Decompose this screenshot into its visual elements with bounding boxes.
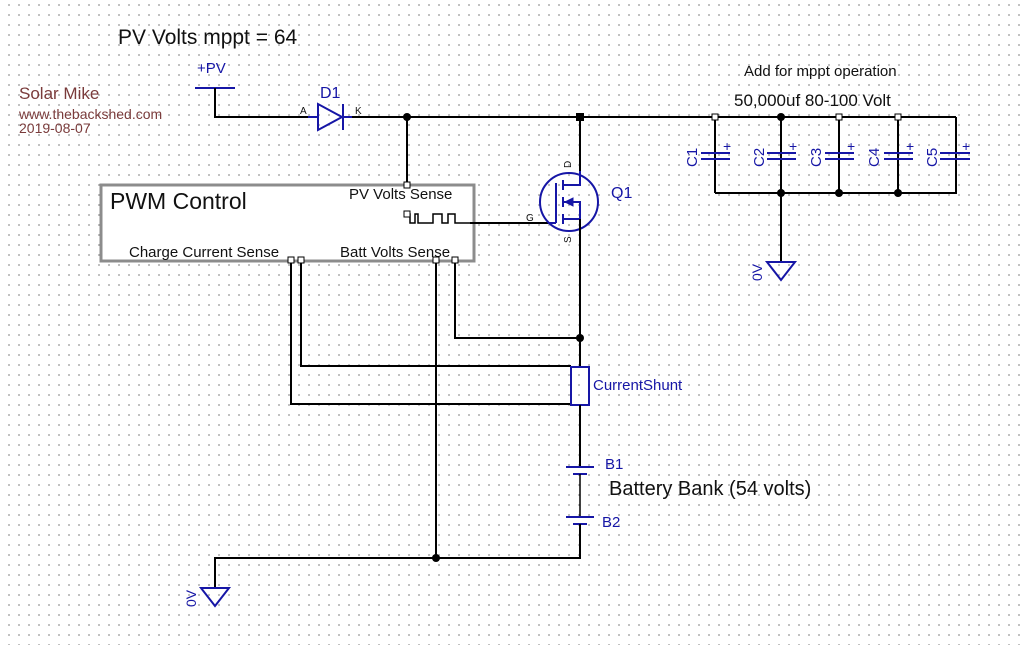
cap-note-line1: Add for mppt operation <box>744 63 897 80</box>
title-annotation: PV Volts mppt = 64 <box>118 26 298 49</box>
mosfet-ref: Q1 <box>611 185 632 202</box>
pin-pv-sense <box>403 181 411 189</box>
wire-batt-sense-pos <box>454 263 580 339</box>
pv-source[interactable]: +PV <box>195 60 235 89</box>
wire-charge-sense-a <box>300 263 571 367</box>
junction <box>894 189 902 197</box>
junction <box>432 554 440 562</box>
cap-ref: C3 <box>808 148 825 167</box>
mosfet-body <box>539 172 599 232</box>
capacitor-c3[interactable]: + C3 <box>808 138 855 167</box>
wire-pv-to-diode <box>214 88 308 118</box>
pin-gate-out <box>403 210 411 218</box>
battery-b1-ref: B1 <box>605 456 623 473</box>
battery-b1[interactable]: B1 <box>566 456 623 475</box>
diode-anode-label: A <box>300 106 307 117</box>
battery-b2[interactable]: B2 <box>566 514 620 531</box>
cap-ref: C4 <box>866 148 883 167</box>
diode-d1[interactable]: D1 A K <box>300 85 362 132</box>
pin-charge-sense-b <box>297 256 305 264</box>
pwm-pv-sense-label: PV Volts Sense <box>349 186 452 203</box>
junction <box>777 113 785 121</box>
cap-ref: C5 <box>924 148 941 167</box>
battery-b2-ref: B2 <box>602 514 620 531</box>
cap-plus-sign: + <box>789 138 797 154</box>
cap-plus-sign: + <box>962 138 970 154</box>
capacitor-c2[interactable]: + C2 <box>751 138 797 167</box>
wire-cap-bottom-rail <box>715 117 957 194</box>
battery-bank-note: Battery Bank (54 volts) <box>609 478 811 500</box>
pin-batt-sense-neg <box>432 256 440 264</box>
pwm-batt-sense-label: Batt Volts Sense <box>340 244 450 261</box>
mosfet-source-label: S <box>563 236 574 243</box>
wire-charge-sense-b <box>290 263 571 405</box>
author-name: Solar Mike <box>19 84 99 103</box>
junction <box>576 334 584 342</box>
pin-charge-sense-a <box>287 256 295 264</box>
pwm-control-block[interactable]: PWM Control PV Volts Sense Charge Curren… <box>99 183 476 263</box>
shunt-label: CurrentShunt <box>593 377 683 394</box>
pwm-block-title: PWM Control <box>110 188 247 214</box>
cap-plus-sign: + <box>847 138 855 154</box>
pwm-waveform-icon <box>408 213 470 224</box>
date-stamp: 2019-08-07 <box>19 120 91 136</box>
shunt-body <box>570 366 590 406</box>
mosfet-q1[interactable]: Q1 G D S <box>526 161 632 243</box>
cap-plus-sign: + <box>723 138 731 154</box>
pin-batt-sense-pos <box>451 256 459 264</box>
pwm-charge-sense-label: Charge Current Sense <box>129 244 279 261</box>
capacitor-c4[interactable]: + C4 <box>866 138 914 167</box>
cap-ref: C2 <box>751 148 768 167</box>
current-shunt[interactable]: CurrentShunt <box>570 366 683 406</box>
capacitor-c1[interactable]: + C1 <box>684 138 731 167</box>
diode-triangle <box>317 102 345 132</box>
ground-icon <box>198 587 232 608</box>
wire-ground-rail <box>214 524 581 588</box>
diode-ref: D1 <box>320 85 341 102</box>
ground-label: 0V <box>749 263 765 281</box>
mosfet-arrow <box>563 197 574 207</box>
capacitor-bank[interactable]: Add for mppt operation 50,000uf 80-100 V… <box>684 63 970 197</box>
mosfet-gate-label: G <box>526 213 534 224</box>
capacitor-c5[interactable]: + C5 <box>924 138 970 167</box>
cap-plus-sign: + <box>906 138 914 154</box>
pv-source-label: +PV <box>197 60 226 77</box>
junction <box>835 189 843 197</box>
cap-note-line2: 50,000uf 80-100 Volt <box>734 91 891 110</box>
diode-cathode-label: K <box>355 106 362 117</box>
cap-ref: C1 <box>684 148 701 167</box>
mosfet-drain-label: D <box>563 161 574 168</box>
ground-symbol-bottom: 0V <box>183 587 232 608</box>
ground-icon <box>764 261 798 282</box>
author-website: www.thebackshed.com <box>18 106 162 122</box>
ground-symbol-caps: 0V <box>749 261 798 282</box>
ground-label: 0V <box>183 589 199 607</box>
